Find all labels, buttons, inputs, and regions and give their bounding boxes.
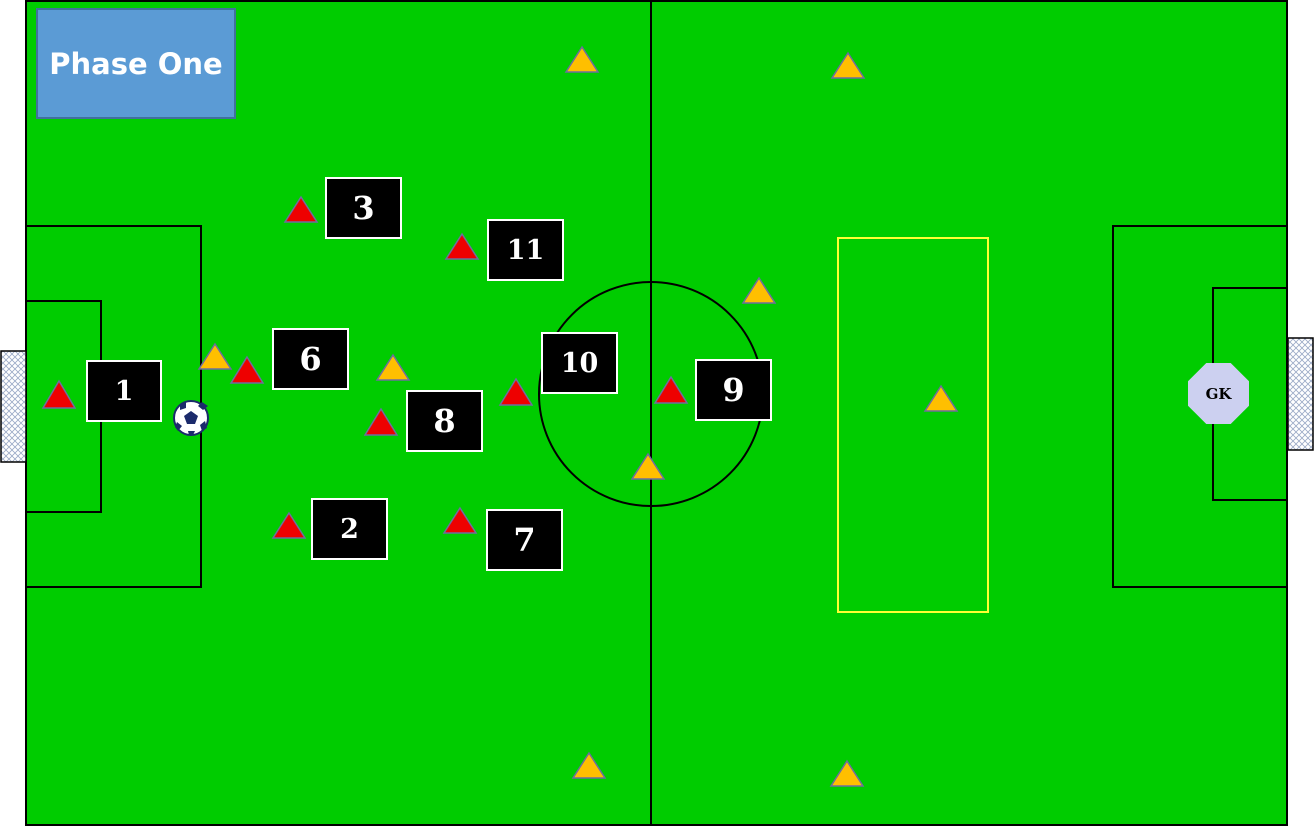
goal-net-icon [1287,337,1314,451]
red-cone-icon [498,377,534,406]
soccer-ball-icon [173,400,209,436]
yellow-cone-icon [923,384,959,412]
player-8: 8 [406,390,483,452]
red-cone-icon [442,506,478,534]
yellow-cone-icon [830,51,866,79]
red-cones [41,195,689,539]
player-6: 6 [272,328,349,390]
player-2: 2 [311,498,388,560]
red-cone-icon [229,355,265,384]
pitch-surface [25,0,1288,826]
goalkeeper-badge: GK [1188,363,1249,424]
player-11: 11 [487,219,564,281]
player-7: 7 [486,509,563,571]
yellow-cone-icon [630,452,666,480]
player-3: 3 [325,177,402,239]
red-cone-icon [283,195,319,223]
target-zone [837,237,989,613]
yellow-cone-icon [741,276,777,304]
goal-net-icon [0,350,27,463]
player-10: 10 [541,332,618,394]
red-cone-icon [41,379,77,409]
yellow-cone-icon [564,45,600,73]
phase-label: Phase One [36,8,236,119]
red-cone-icon [653,375,689,404]
red-cone-icon [271,511,307,539]
yellow-cone-icon [375,353,411,381]
yellow-cones [197,45,959,787]
yellow-cone-icon [197,342,233,370]
red-cone-icon [363,407,399,436]
player-9: 9 [695,359,772,421]
yellow-cone-icon [571,751,607,779]
player-1: 1 [86,360,162,422]
red-cone-icon [444,232,480,260]
yellow-cone-icon [829,759,865,787]
